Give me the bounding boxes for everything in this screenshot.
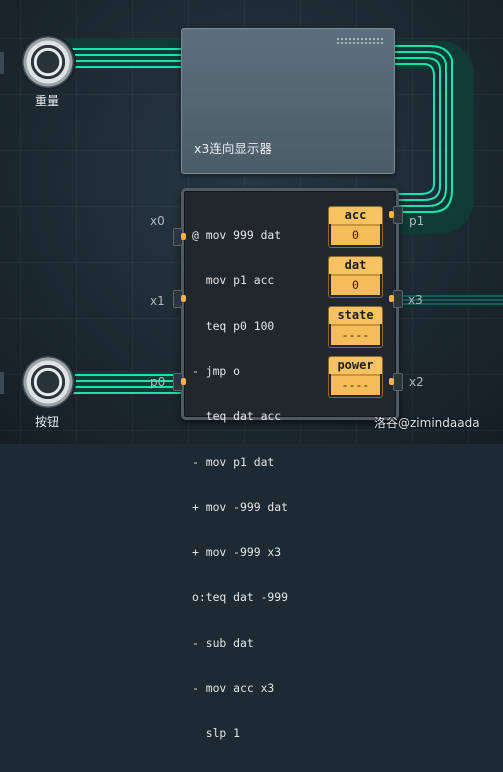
pin-x0-indicator xyxy=(181,233,186,240)
left-edge-tab xyxy=(0,372,4,394)
weight-sensor[interactable] xyxy=(22,36,74,88)
code-line: + mov -999 dat xyxy=(192,499,289,514)
register-value: ---- xyxy=(331,324,380,345)
pin-x2-indicator xyxy=(389,378,394,385)
port-label-x1: x1 xyxy=(150,294,165,308)
pin-x3[interactable] xyxy=(393,290,403,308)
wire-sensor-to-display xyxy=(59,39,194,68)
port-label-p1: p1 xyxy=(409,214,425,228)
controller-chip[interactable]: @ mov 999 dat mov p1 acc teq p0 100 - jm… xyxy=(181,188,399,740)
code-line: teq dat acc xyxy=(192,409,282,424)
code-line: - sub dat xyxy=(192,635,254,650)
register-power: power ---- xyxy=(329,357,382,397)
code-line: slp 1 xyxy=(192,726,241,741)
register-value: 0 xyxy=(331,224,380,245)
code-line: mov p1 acc xyxy=(192,273,275,288)
port-label-x3: x3 xyxy=(408,293,423,307)
watermark: 洛谷@zimindaada xyxy=(374,416,480,430)
button-sensor[interactable] xyxy=(22,356,74,408)
pin-x2[interactable] xyxy=(393,373,403,391)
code-line: + mov -999 x3 xyxy=(192,545,282,560)
display-name: x3连向显示器 xyxy=(194,141,272,156)
pin-p1-indicator xyxy=(389,211,394,218)
code-line: - jmp o xyxy=(192,364,241,379)
wire-button-to-p0 xyxy=(61,371,192,394)
register-name: power xyxy=(329,357,382,374)
register-state: state ---- xyxy=(329,307,382,347)
register-name: dat xyxy=(329,257,382,274)
wire-x3-out xyxy=(393,293,503,307)
left-edge-tab xyxy=(0,52,4,74)
code-line: - mov p1 dat xyxy=(192,454,275,469)
weight-sensor-label: 重量 xyxy=(35,94,60,108)
port-label-x2: x2 xyxy=(409,375,424,389)
wire-display-to-p1 xyxy=(379,41,474,234)
code-editor[interactable]: @ mov 999 dat mov p1 acc teq p0 100 - jm… xyxy=(192,198,288,772)
register-name: state xyxy=(329,307,382,324)
pin-x1-indicator xyxy=(181,295,186,302)
pin-p1[interactable] xyxy=(393,206,403,224)
button-sensor-label: 按钮 xyxy=(35,415,60,429)
register-acc: acc 0 xyxy=(329,207,382,247)
port-label-p0: p0 xyxy=(150,375,166,389)
display-grille xyxy=(336,37,384,46)
display-panel[interactable]: x3连向显示器 xyxy=(181,28,395,174)
pin-p0-indicator xyxy=(181,378,186,385)
register-dat: dat 0 xyxy=(329,257,382,297)
register-name: acc xyxy=(329,207,382,224)
port-label-x0: x0 xyxy=(150,214,165,228)
register-value: 0 xyxy=(331,274,380,295)
code-line: o:teq dat -999 xyxy=(192,590,289,605)
code-line: - mov acc x3 xyxy=(192,681,275,695)
code-line: teq p0 100 xyxy=(192,318,275,333)
wires xyxy=(59,39,503,394)
code-line: @ mov 999 dat xyxy=(192,228,282,243)
register-value: ---- xyxy=(331,374,380,395)
pin-x3-indicator xyxy=(389,295,394,302)
